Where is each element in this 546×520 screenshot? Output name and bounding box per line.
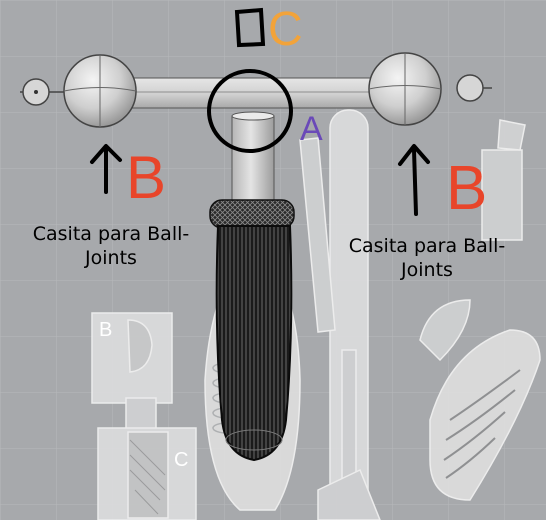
handle-stem	[231, 115, 275, 207]
lower-left-hatch	[129, 439, 166, 515]
handle[interactable]	[209, 111, 295, 462]
bg-label-b: B	[99, 319, 113, 341]
caption-right-line1: Casita para Ball-	[348, 235, 506, 257]
arrow-up-icon	[90, 144, 122, 194]
right-end-ring	[456, 74, 484, 102]
caption-right: Casita para Ball- Joints	[322, 234, 532, 282]
annotation-circle-a	[207, 69, 293, 153]
annotation-letter-b-right: B	[446, 154, 488, 223]
leaf-ribs	[443, 369, 521, 479]
bg-label-c: C	[174, 449, 189, 471]
handle-knurled-ring	[209, 199, 295, 229]
handle-grip	[215, 225, 293, 462]
caption-left: Casita para Ball- Joints	[6, 222, 216, 270]
arrow-up-icon	[398, 144, 430, 216]
caption-right-line2: Joints	[401, 259, 453, 281]
ball-joint-holder[interactable]	[20, 52, 492, 128]
annotation-letter-a: A	[300, 110, 323, 148]
caption-left-line1: Casita para Ball-	[32, 223, 190, 245]
caption-left-line2: Joints	[85, 247, 137, 269]
annotation-letter-c: C	[268, 3, 303, 56]
bg-part-leaf	[429, 329, 541, 501]
annotation-box-c	[234, 7, 266, 48]
annotation-letter-b-left: B	[126, 144, 167, 211]
